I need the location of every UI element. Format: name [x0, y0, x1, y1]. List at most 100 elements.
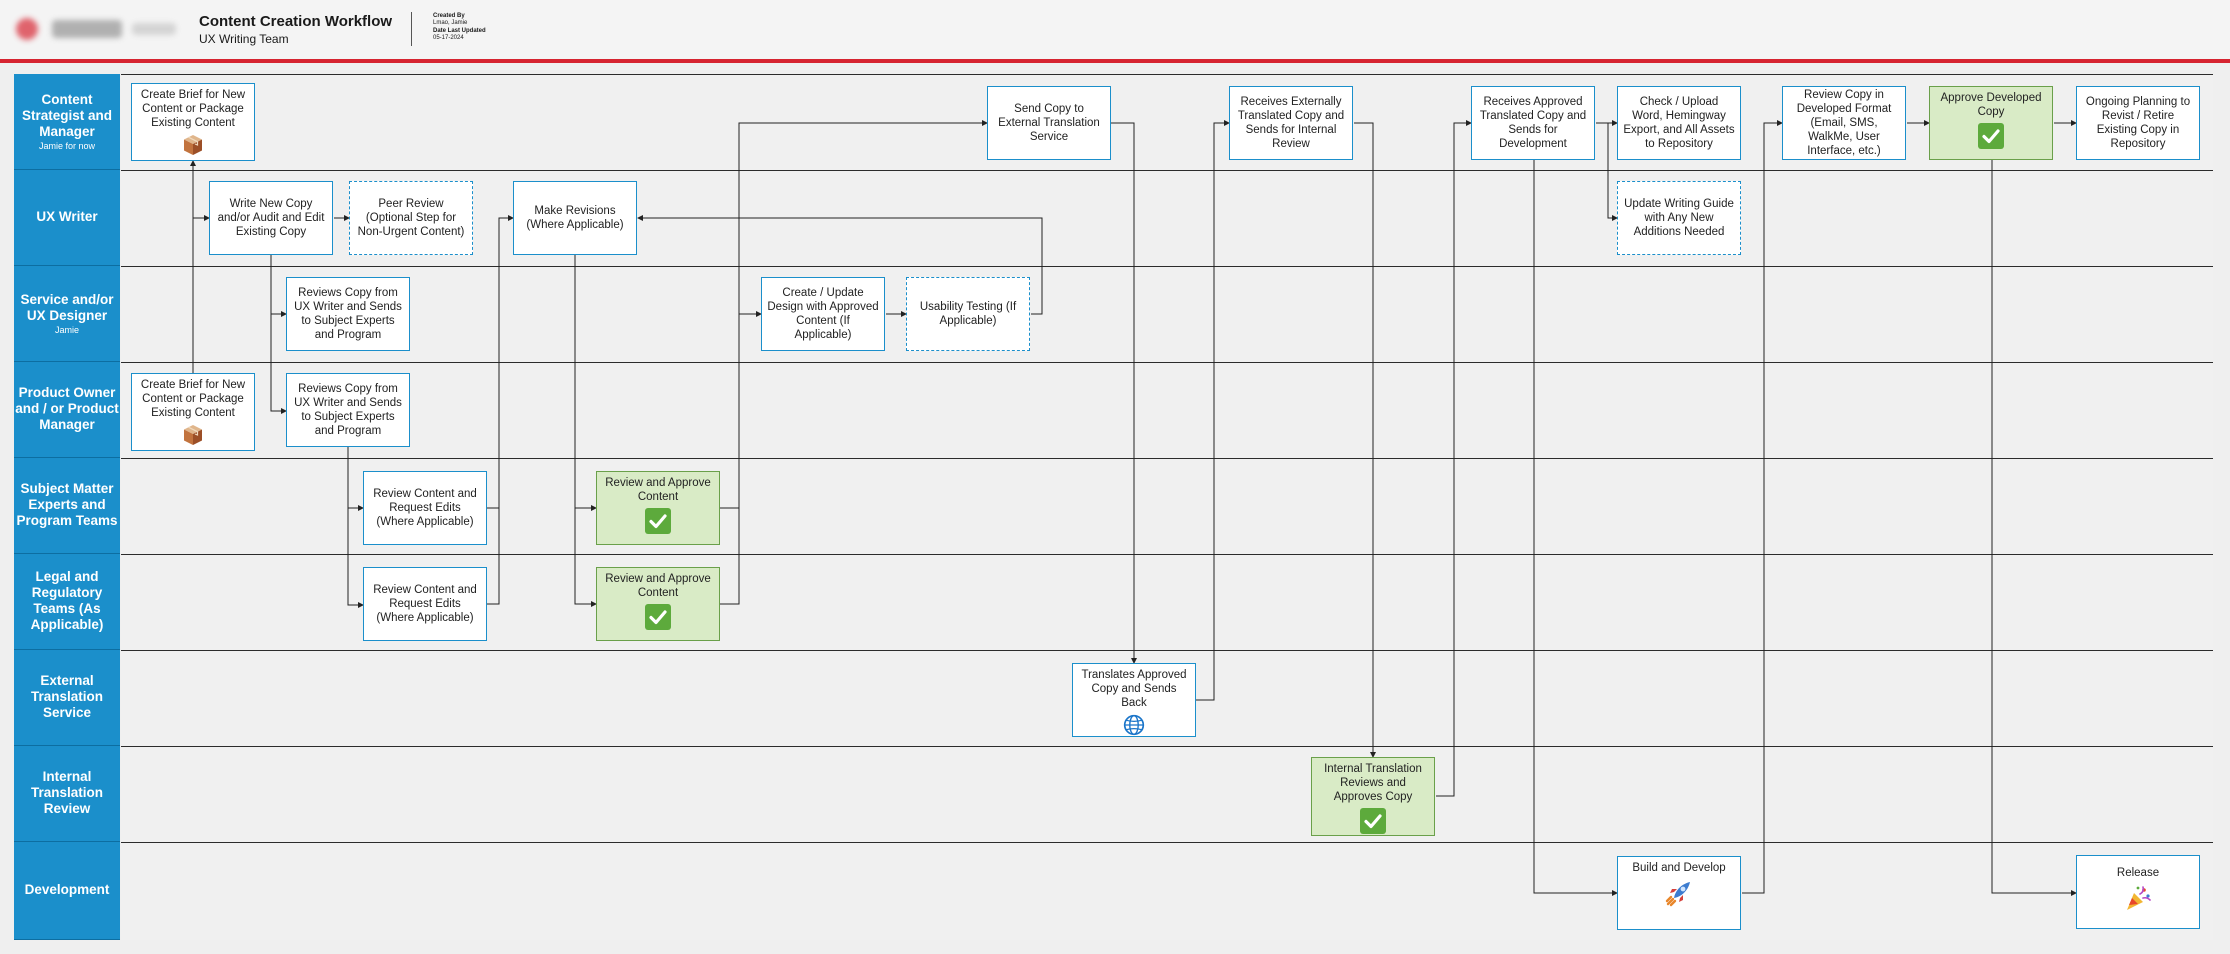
company-logo [10, 12, 180, 46]
node-label: Review and Approve Content [605, 477, 711, 503]
node-sme-approve[interactable]: Review and Approve Content [596, 471, 720, 545]
node-label: Review Content and Request Edits (Where … [373, 488, 477, 528]
check-icon [1978, 123, 2004, 149]
node-ongoing-planning[interactable]: Ongoing Planning to Revist / Retire Exis… [2076, 86, 2200, 160]
node-label: Review and Approve Content [605, 573, 711, 599]
swimlane-legal: Legal and Regulatory Teams (As Applicabl… [14, 554, 2213, 650]
created-by-label: Created By [433, 13, 465, 19]
swimlane-ux-writer: UX Writer [14, 170, 2213, 266]
node-label: Review Copy in Developed Format (Email, … [1796, 89, 1892, 157]
lane-label-ux-writer: UX Writer [14, 170, 120, 266]
swimlane-internal-translation: Internal Translation Review [14, 746, 2213, 842]
node-po-review[interactable]: Reviews Copy from UX Writer and Sends to… [286, 373, 410, 447]
party-popper-icon [2127, 886, 2151, 910]
node-legal-approve[interactable]: Review and Approve Content [596, 567, 720, 641]
node-make-revisions[interactable]: Make Revisions (Where Applicable) [513, 181, 637, 255]
node-designer-review[interactable]: Reviews Copy from UX Writer and Sends to… [286, 277, 410, 351]
node-label: Approve Developed Copy [1940, 92, 2042, 118]
date-updated-value: 05-17-2024 [433, 35, 464, 41]
lane-title: Content Strategist and Manager [21, 91, 113, 139]
swimlane-sme: Subject Matter Experts and Program Teams [14, 458, 2213, 554]
node-peer-review[interactable]: Peer Review (Optional Step for Non-Urgen… [349, 181, 473, 255]
check-icon [645, 604, 671, 630]
header: Content Creation Workflow UX Writing Tea… [0, 0, 2230, 59]
swimlane-development: Development [14, 842, 2213, 940]
node-label: Update Writing Guide with Any New Additi… [1624, 198, 1734, 238]
page-title: Content Creation Workflow [199, 13, 393, 30]
node-label: Write New Copy and/or Audit and Edit Exi… [217, 198, 325, 238]
lane-title: Product Owner and / or Product Manager [15, 385, 119, 432]
lane-title: UX Writer [36, 209, 98, 224]
node-label: Review Content and Request Edits (Where … [373, 584, 477, 624]
lane-title: Internal Translation Review [30, 769, 103, 816]
node-label: Translates Approved Copy and Sends Back [1081, 669, 1187, 709]
swimlane-product-owner: Product Owner and / or Product Manager [14, 362, 2213, 458]
node-label: Release [2116, 867, 2160, 879]
lane-label-product-owner: Product Owner and / or Product Manager [14, 362, 120, 458]
node-label: Check / Upload Word, Hemingway Export, a… [1623, 96, 1735, 150]
node-receives-approved-copy[interactable]: Receives Approved Translated Copy and Se… [1471, 86, 1595, 160]
node-send-external-translation[interactable]: Send Copy to External Translation Servic… [987, 86, 1111, 160]
lane-subtitle: Jamie for now [38, 140, 96, 151]
lane-body [121, 746, 2213, 842]
node-build-develop[interactable]: Build and Develop [1617, 856, 1741, 930]
created-by-value: Lmao, Jamie [433, 20, 468, 26]
check-icon [1360, 808, 1386, 834]
node-update-writing-guide[interactable]: Update Writing Guide with Any New Additi… [1617, 181, 1741, 255]
node-create-design[interactable]: Create / Update Design with Approved Con… [761, 277, 885, 351]
node-review-developed-copy[interactable]: Review Copy in Developed Format (Email, … [1782, 86, 1906, 160]
lane-body [121, 842, 2213, 940]
lane-body [121, 266, 2213, 362]
lane-subtitle: Jamie [54, 324, 79, 335]
lane-label-development: Development [14, 842, 120, 940]
node-label: Usability Testing (If Applicable) [919, 301, 1017, 327]
node-label: Create Brief for New Content or Package … [140, 89, 246, 129]
lane-title: Service and/or UX Designer [20, 291, 114, 323]
node-write-copy[interactable]: Write New Copy and/or Audit and Edit Exi… [209, 181, 333, 255]
lane-title: Legal and Regulatory Teams (As Applicabl… [30, 569, 104, 632]
globe-icon [1123, 714, 1145, 736]
lane-label-legal: Legal and Regulatory Teams (As Applicabl… [14, 554, 120, 650]
package-icon [184, 425, 202, 445]
node-create-brief-po[interactable]: Create Brief for New Content or Package … [131, 373, 255, 451]
node-create-brief-csm[interactable]: Create Brief for New Content or Package … [131, 83, 255, 161]
node-usability-testing[interactable]: Usability Testing (If Applicable) [906, 277, 1030, 351]
node-release[interactable]: Release [2076, 855, 2200, 929]
rocket-icon [1665, 882, 1690, 907]
lane-title: External Translation Service [30, 673, 103, 720]
node-legal-request-edits[interactable]: Review Content and Request Edits (Where … [363, 567, 487, 641]
lane-label-internal-translation: Internal Translation Review [14, 746, 120, 842]
package-icon [184, 135, 202, 155]
node-label: Build and Develop [1632, 862, 1726, 874]
lane-label-external-translation: External Translation Service [14, 650, 120, 746]
date-updated-label: Date Last Updated [433, 28, 486, 34]
node-upload-assets[interactable]: Check / Upload Word, Hemingway Export, a… [1617, 86, 1741, 160]
lane-title: Development [24, 882, 110, 897]
node-label: Reviews Copy from UX Writer and Sends to… [294, 383, 402, 437]
node-receives-external-copy[interactable]: Receives Externally Translated Copy and … [1229, 86, 1353, 160]
node-label: Internal Translation Reviews and Approve… [1324, 763, 1422, 803]
check-icon [645, 508, 671, 534]
node-internal-translation-review[interactable]: Internal Translation Reviews and Approve… [1311, 757, 1435, 836]
node-label: Create / Update Design with Approved Con… [767, 287, 879, 341]
lane-title: Subject Matter Experts and Program Teams [16, 481, 118, 528]
header-divider [411, 12, 412, 46]
header-rule [0, 59, 2230, 63]
lane-label-sme: Subject Matter Experts and Program Teams [14, 458, 120, 554]
node-label: Send Copy to External Translation Servic… [998, 103, 1100, 143]
page-subtitle: UX Writing Team [199, 32, 289, 46]
node-label: Peer Review (Optional Step for Non-Urgen… [357, 198, 465, 238]
node-translates-copy[interactable]: Translates Approved Copy and Sends Back [1072, 663, 1196, 737]
node-label: Receives Externally Translated Copy and … [1237, 96, 1345, 150]
lane-body [121, 362, 2213, 458]
node-approve-developed-copy[interactable]: Approve Developed Copy [1929, 86, 2053, 160]
node-label: Reviews Copy from UX Writer and Sends to… [294, 287, 402, 341]
node-label: Receives Approved Translated Copy and Se… [1479, 96, 1587, 150]
node-label: Create Brief for New Content or Package … [140, 379, 246, 419]
node-label: Make Revisions (Where Applicable) [526, 205, 624, 231]
node-sme-request-edits[interactable]: Review Content and Request Edits (Where … [363, 471, 487, 545]
node-label: Ongoing Planning to Revist / Retire Exis… [2085, 96, 2191, 150]
